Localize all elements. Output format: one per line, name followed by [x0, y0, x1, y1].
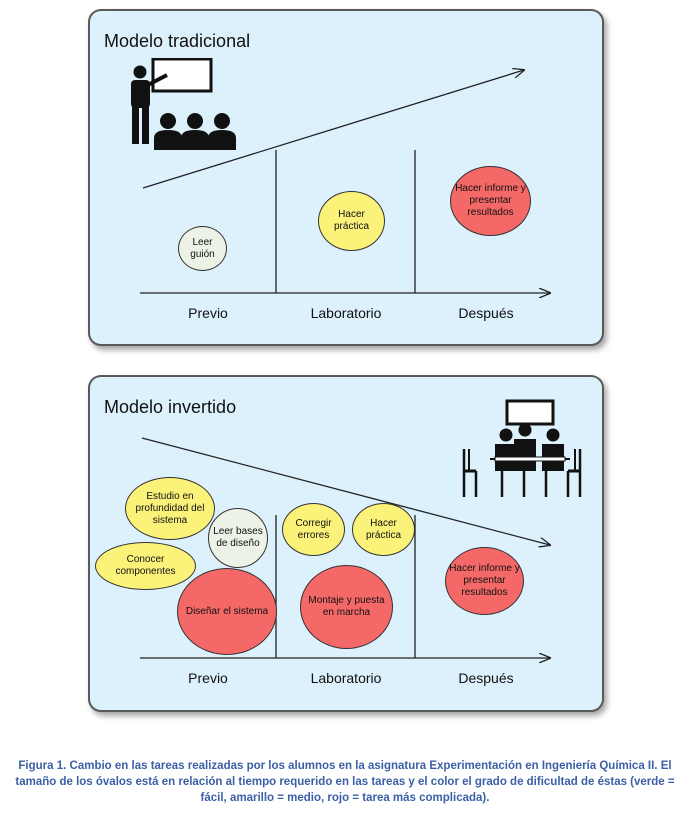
task-oval: Diseñar el sistema	[177, 568, 277, 655]
task-oval: Hacer informe y presentar resultados	[445, 547, 524, 615]
figure-caption: Figura 1. Cambio en las tareas realizada…	[15, 760, 675, 804]
time-trend-arrow	[141, 437, 550, 545]
phase-label: Previo	[188, 670, 228, 686]
phase-label: Previo	[188, 305, 228, 321]
teacher-lecturing-icon	[131, 58, 236, 150]
traditional-model-panel: Modelo tradicional Leer guión Hacer prác…	[88, 9, 604, 346]
task-oval: Leer guión	[178, 226, 227, 271]
inverted-model-panel: Modelo invertido Estudio en	[88, 375, 604, 712]
task-oval: Hacer informe y presentar resultados	[450, 166, 531, 236]
task-oval: Estudio en profundidad del sistema	[125, 477, 215, 540]
group-meeting-icon	[462, 399, 582, 497]
timeline-lines	[140, 11, 602, 344]
timeline-lines	[140, 437, 602, 710]
task-oval: Montaje y puesta en marcha	[300, 565, 393, 649]
panel-title: Modelo invertido	[104, 397, 237, 417]
phase-label: Después	[458, 305, 514, 321]
task-oval: Hacer práctica	[318, 191, 385, 251]
panel-title: Modelo tradicional	[104, 31, 251, 51]
phase-label: Después	[458, 670, 514, 686]
task-oval: Corregir errores	[282, 503, 345, 556]
phase-label: Laboratorio	[310, 305, 382, 321]
time-trend-arrow	[142, 70, 524, 189]
task-oval: Conocer componentes	[95, 542, 196, 590]
task-oval: Leer bases de diseño	[208, 508, 268, 568]
phase-label: Laboratorio	[310, 670, 382, 686]
task-oval: Hacer práctica	[352, 503, 415, 556]
